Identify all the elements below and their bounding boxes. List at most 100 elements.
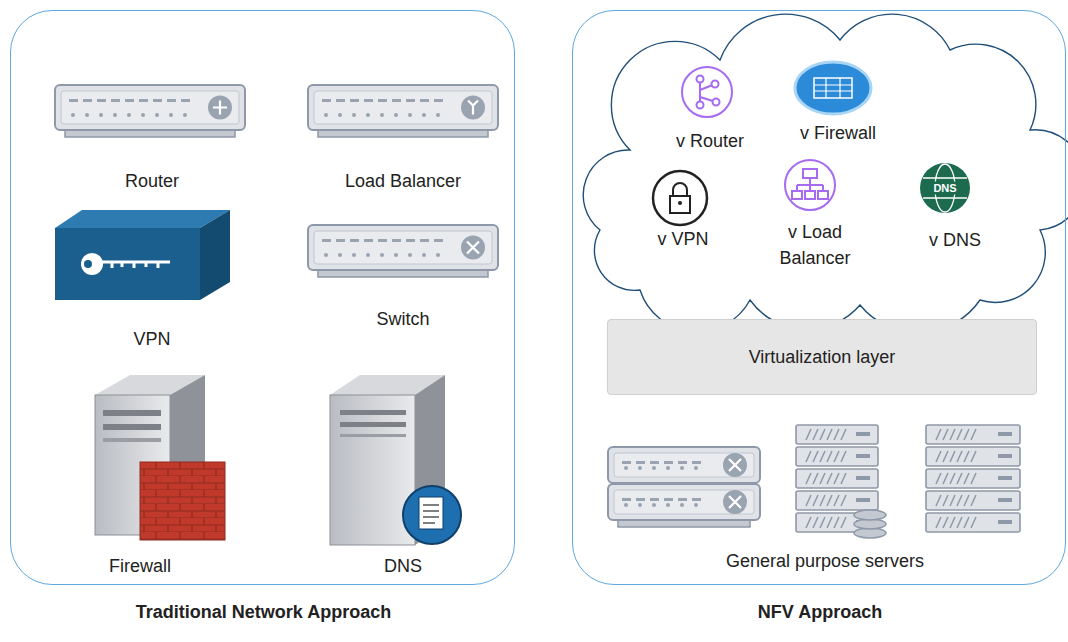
art-shape [943, 473, 948, 484]
art-shape [795, 62, 871, 114]
art-shape [378, 239, 387, 242]
art-shape [682, 67, 732, 117]
art-shape [102, 262, 170, 268]
art-shape [827, 473, 832, 484]
icon-text: DNS [932, 182, 957, 195]
art-shape [650, 498, 659, 501]
art-shape [408, 253, 412, 257]
art-shape [936, 517, 941, 528]
art-shape [622, 498, 631, 501]
art-shape [436, 253, 440, 257]
art-shape [55, 228, 200, 300]
art-shape [723, 490, 747, 514]
art-shape [314, 231, 492, 264]
art-shape [167, 99, 176, 102]
vnf-label: v VPN [657, 228, 708, 250]
art-shape [422, 113, 426, 117]
art-shape [423, 505, 439, 523]
art-shape [653, 171, 707, 225]
art-shape [324, 253, 328, 257]
art-shape [434, 239, 443, 242]
art-shape [461, 96, 485, 120]
art-shape [834, 473, 839, 484]
art-shape [322, 239, 331, 242]
art-shape [408, 113, 412, 117]
art-shape [936, 473, 941, 484]
art-shape [308, 225, 498, 270]
panel: NFV ApproachVirtualization layer [572, 10, 1066, 585]
art-shape [854, 510, 886, 520]
art-shape [957, 451, 962, 462]
art-shape [380, 113, 384, 117]
art-shape [796, 491, 878, 510]
art-shape [729, 459, 741, 471]
art-shape [638, 503, 642, 507]
art-shape [314, 91, 492, 124]
art-shape [950, 429, 955, 440]
art-shape [69, 99, 78, 102]
art-shape [422, 253, 426, 257]
art-shape [652, 466, 656, 470]
art-shape [622, 461, 631, 464]
art-shape [813, 473, 818, 484]
art-shape [841, 429, 846, 440]
art-shape [971, 451, 976, 462]
art-shape [468, 101, 478, 115]
art-shape [834, 451, 839, 462]
art-shape [338, 113, 342, 117]
art-shape [920, 163, 970, 213]
art-shape [83, 99, 92, 102]
art-shape [841, 517, 846, 528]
art-shape [113, 113, 117, 117]
art-shape [998, 498, 1012, 502]
art-shape [957, 495, 962, 506]
art-shape [950, 495, 955, 506]
art-shape [624, 466, 628, 470]
art-shape [415, 375, 445, 545]
art-shape [330, 395, 415, 545]
art-shape [336, 239, 345, 242]
art-shape [971, 473, 976, 484]
art-shape [856, 432, 870, 436]
art-shape [796, 425, 878, 444]
cloud-outline [583, 14, 1068, 332]
art-shape [181, 99, 190, 102]
art-shape [971, 495, 976, 506]
art-shape [680, 466, 684, 470]
device-label: Firewall [109, 555, 171, 577]
art-shape [340, 422, 406, 427]
art-shape [820, 429, 825, 440]
art-shape [926, 447, 1020, 466]
vnf-label: v DNS [929, 229, 981, 251]
art-shape [55, 85, 245, 130]
art-shape [61, 91, 239, 124]
art-shape [813, 517, 818, 528]
art-shape [797, 178, 823, 191]
device-label: DNS [384, 555, 422, 577]
art-shape [814, 78, 852, 98]
art-shape [729, 496, 741, 508]
vnf-label: v Firewall [800, 122, 876, 144]
art-shape [652, 503, 656, 507]
art-shape [394, 113, 398, 117]
device-label: VPN [133, 328, 170, 350]
art-shape [666, 466, 670, 470]
art-shape [392, 99, 401, 102]
art-shape [406, 99, 415, 102]
art-shape [352, 113, 356, 117]
vnf-label: v Load Balancer [769, 219, 861, 271]
art-shape [127, 113, 131, 117]
art-shape [998, 432, 1012, 436]
art-shape [792, 191, 802, 199]
art-shape [806, 451, 811, 462]
art-shape [84, 260, 92, 268]
art-shape [183, 113, 187, 117]
art-shape [694, 503, 698, 507]
art-shape [820, 517, 825, 528]
art-shape [813, 429, 818, 440]
art-shape [350, 99, 359, 102]
art-shape [813, 495, 818, 506]
art-shape [723, 453, 747, 477]
art-shape [712, 81, 719, 88]
art-shape [378, 99, 387, 102]
